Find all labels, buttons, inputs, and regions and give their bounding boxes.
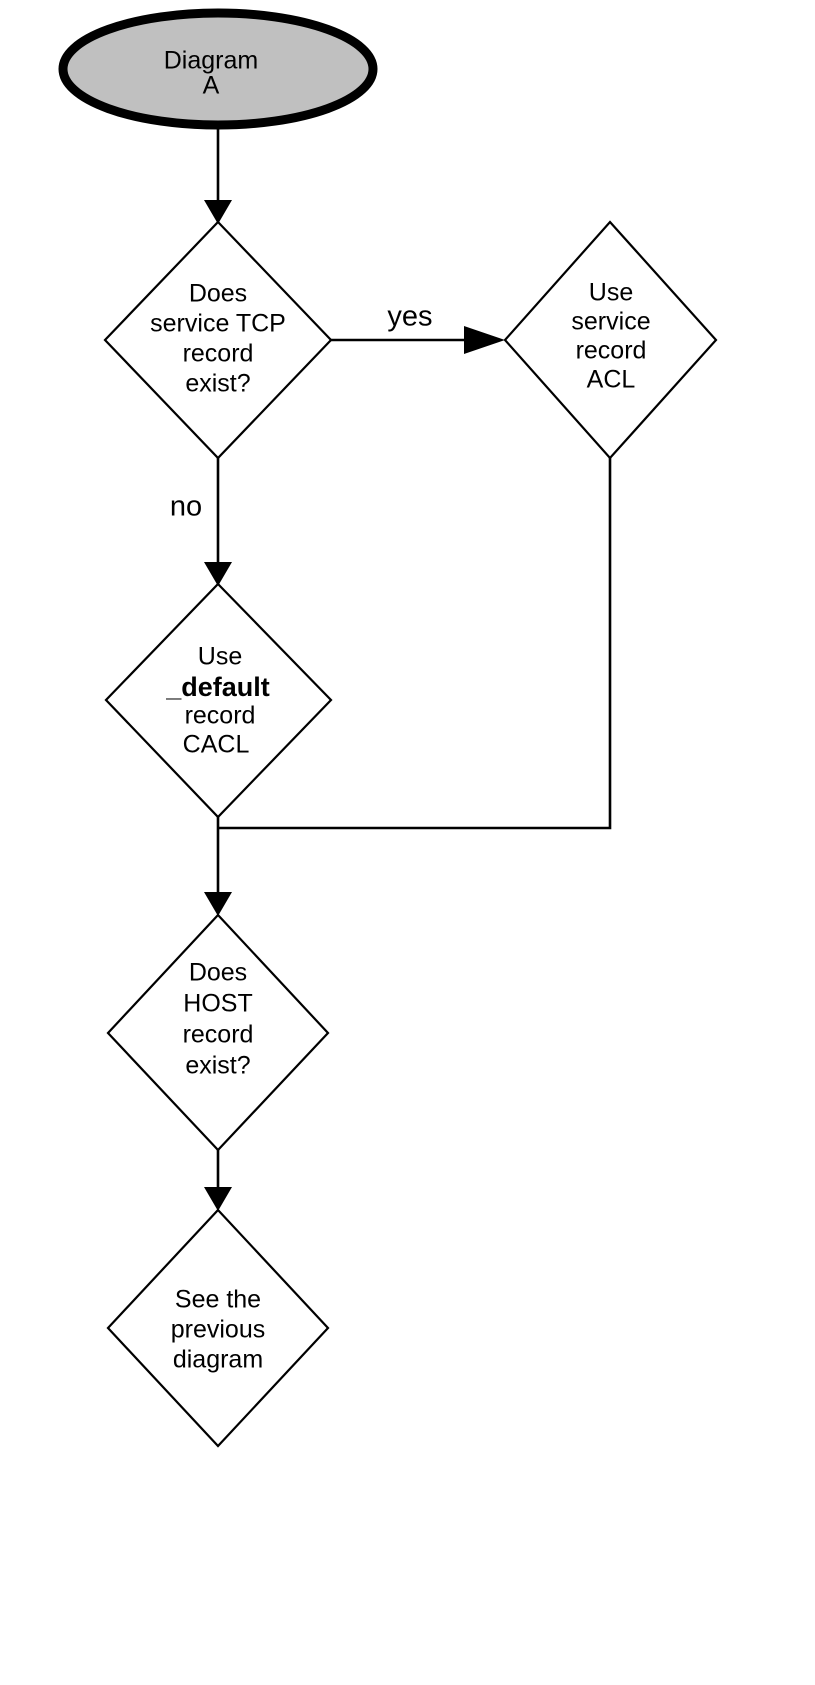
node-service-acl-line-2: service: [571, 308, 650, 336]
node-service-tcp-line-1: Does: [189, 280, 247, 308]
node-host-check-line-3: record: [183, 1021, 254, 1049]
edge-label-no: no: [170, 491, 202, 523]
arrow-head-icon: [464, 326, 505, 354]
node-host-check-line-4: exist?: [185, 1052, 250, 1080]
node-start-line-1: Diagram: [164, 47, 258, 75]
node-use-default-record-cacl[interactable]: Use _default record CACL: [104, 582, 333, 819]
node-start-terminator[interactable]: Diagram A: [58, 8, 378, 130]
edge-yes-to-service-acl: yes: [331, 301, 505, 354]
node-see-previous-line-3: diagram: [173, 1346, 263, 1374]
edge-service-acl-return: [218, 458, 612, 830]
node-default-cacl-line-4: CACL: [183, 731, 250, 759]
node-service-acl-line-1: Use: [589, 279, 633, 307]
node-service-tcp-line-4: exist?: [185, 370, 250, 398]
edge-to-see-previous: [204, 1150, 232, 1211]
node-use-service-record-acl[interactable]: Use service record ACL: [503, 220, 718, 460]
node-see-previous-line-2: previous: [171, 1316, 266, 1344]
edge-no-to-default-cacl: no: [170, 458, 232, 586]
node-host-record-check[interactable]: Does HOST record exist?: [106, 913, 330, 1152]
node-host-check-line-2: HOST: [183, 990, 252, 1018]
arrow-head-icon: [204, 200, 232, 224]
arrow-head-icon: [204, 562, 232, 586]
edge-to-host-check: [204, 817, 232, 916]
ellipse-shape: [58, 8, 378, 130]
edge-path: [218, 458, 612, 830]
node-see-previous-diagram[interactable]: See the previous diagram: [106, 1208, 330, 1448]
node-service-tcp-line-3: record: [183, 340, 254, 368]
node-default-cacl-line-2: _default: [165, 672, 270, 702]
node-see-previous-line-1: See the: [175, 1286, 261, 1314]
diamond-shape: [106, 1208, 330, 1448]
arrow-head-icon: [204, 892, 232, 916]
node-service-acl-line-4: ACL: [587, 366, 636, 394]
node-default-cacl-line-3: record: [185, 702, 256, 730]
node-service-acl-line-3: record: [576, 337, 647, 365]
node-start-line-2: A: [203, 72, 220, 100]
edge-start-to-service-tcp: [204, 126, 232, 224]
node-default-cacl-line-1: Use: [198, 643, 242, 671]
arrow-head-icon: [204, 1187, 232, 1211]
edge-label-yes: yes: [387, 301, 432, 333]
node-host-check-line-1: Does: [189, 959, 247, 987]
node-service-tcp-check[interactable]: Does service TCP record exist?: [103, 220, 333, 460]
node-service-tcp-line-2: service TCP: [150, 310, 286, 338]
